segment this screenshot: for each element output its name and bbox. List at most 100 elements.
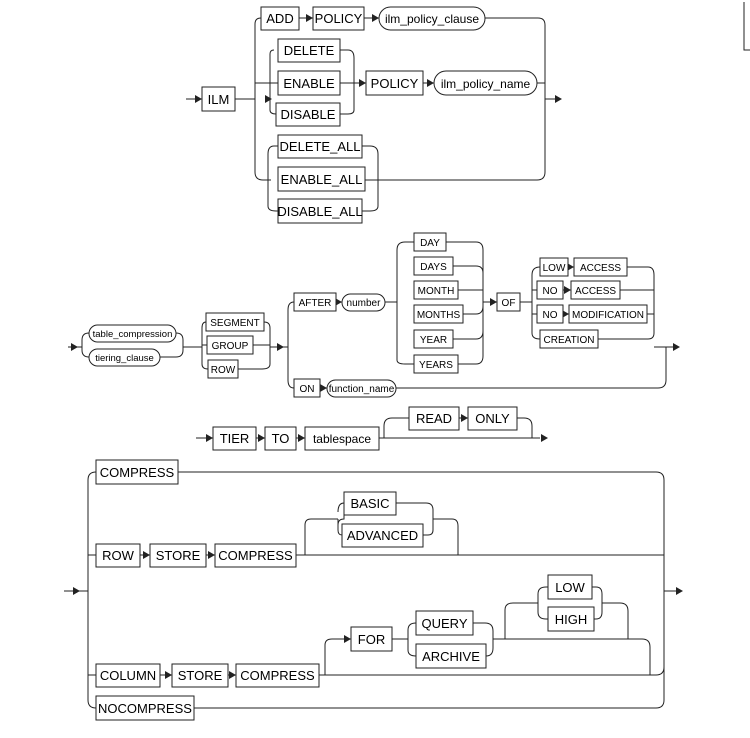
- keyword-nocompress-box: [95, 695, 195, 721]
- keyword-after-box: [293, 292, 337, 312]
- keyword-years: YEARS: [419, 360, 453, 371]
- ilm-policy-name-ref: ilm_policy_name: [441, 77, 531, 91]
- keyword-disable-all-box: [277, 198, 363, 224]
- keyword-segment-box: [205, 312, 265, 332]
- keyword-delete-all: DELETE_ALL: [280, 139, 361, 154]
- keyword-archive: ARCHIVE: [422, 649, 480, 664]
- table-compression-diagram: COMPRESS ROW STORE COMPRESS BASIC ADVANC…: [95, 459, 595, 721]
- keyword-group-box: [206, 335, 254, 355]
- keyword-for-box: [350, 626, 393, 652]
- keyword-add-box: [260, 6, 300, 31]
- keyword-query-box: [415, 610, 474, 636]
- keyword-delete-box: [277, 38, 341, 63]
- keyword-low-box: [539, 257, 569, 277]
- keyword-policy-box: [312, 6, 365, 31]
- function-name-ref: function_name: [329, 384, 395, 395]
- keyword-store-1: STORE: [156, 548, 201, 563]
- keyword-nocompress: NOCOMPRESS: [98, 701, 192, 716]
- keyword-creation-box: [539, 329, 599, 349]
- number-ref-box: [341, 293, 386, 312]
- keyword-compress-1: COMPRESS: [100, 465, 175, 480]
- keyword-after: AFTER: [299, 298, 332, 309]
- keyword-ilm: ILM: [208, 92, 230, 107]
- keyword-creation: CREATION: [544, 335, 595, 346]
- keyword-no-2-box: [536, 304, 564, 324]
- keyword-tier: TIER: [220, 431, 250, 446]
- tablespace-ref-box: [304, 426, 380, 451]
- function-name-ref-box: [326, 379, 397, 398]
- page-edge-mark: [743, 2, 750, 51]
- keyword-access-1: ACCESS: [580, 263, 621, 274]
- keyword-advanced-box: [341, 523, 424, 548]
- ilm-clause-diagram: ILM ADD POLICY ilm_policy_clause DELETE …: [201, 6, 538, 224]
- tiering-clause-diagram: TIER TO tablespace READ ONLY: [212, 406, 518, 451]
- keyword-read: READ: [416, 411, 452, 426]
- keyword-compress-2-box: [214, 543, 297, 568]
- keyword-high: HIGH: [555, 612, 588, 627]
- keyword-access-2-box: [570, 280, 621, 300]
- keyword-ilm-box: [201, 86, 236, 112]
- keyword-store-1-box: [149, 543, 207, 568]
- keyword-policy-2-box: [365, 70, 424, 96]
- keyword-high-box: [547, 606, 595, 632]
- keyword-tier-box: [212, 426, 257, 451]
- keyword-column-box: [95, 663, 161, 688]
- table-compression-ref-box: [88, 324, 177, 343]
- tiering-clause-ref: tiering_clause: [95, 353, 154, 364]
- keyword-access-1-box: [573, 257, 628, 277]
- keyword-delete-all-box: [277, 134, 363, 159]
- tiering-clause-ref-box: [88, 348, 161, 367]
- keyword-policy: POLICY: [315, 11, 363, 26]
- keyword-month-box: [413, 280, 459, 300]
- keyword-year-box: [413, 329, 454, 349]
- keyword-year: YEAR: [420, 335, 447, 346]
- keyword-low-box: [547, 574, 593, 600]
- keyword-months-box: [413, 304, 464, 324]
- table-compression-ref: table_compression: [93, 329, 173, 340]
- keyword-add: ADD: [266, 11, 293, 26]
- keyword-no-1-box: [536, 280, 564, 300]
- keyword-enable-box: [277, 70, 341, 96]
- keyword-month: MONTH: [418, 286, 455, 297]
- keyword-modification-box: [568, 304, 648, 324]
- keyword-low: LOW: [543, 263, 566, 274]
- keyword-for: FOR: [358, 632, 385, 647]
- keyword-day: DAY: [420, 238, 440, 249]
- keyword-enable: ENABLE: [283, 76, 335, 91]
- keyword-on-box: [293, 378, 321, 398]
- keyword-row: ROW: [211, 365, 236, 376]
- tablespace-ref: tablespace: [313, 432, 371, 446]
- keyword-compress-3-box: [235, 663, 320, 688]
- keyword-day-box: [413, 232, 447, 252]
- arrowheads: [71, 14, 683, 679]
- keyword-advanced: ADVANCED: [347, 528, 418, 543]
- keyword-read-box: [408, 406, 460, 431]
- keyword-basic-box: [343, 491, 397, 516]
- keyword-disable-box: [275, 102, 341, 127]
- keyword-row-box: [207, 359, 239, 379]
- keyword-to-box: [264, 426, 297, 451]
- keyword-compress-2: COMPRESS: [218, 548, 293, 563]
- ilm-policy-clause-ref-box: [378, 6, 486, 31]
- keyword-compress-1-box: [95, 459, 179, 485]
- keyword-compress-3: COMPRESS: [240, 668, 315, 683]
- keyword-on: ON: [300, 384, 315, 395]
- keyword-store-2-box: [171, 663, 229, 688]
- keyword-low: LOW: [555, 580, 585, 595]
- keyword-access-2: ACCESS: [575, 286, 616, 297]
- keyword-days: DAYS: [420, 262, 447, 273]
- keyword-to: TO: [272, 431, 290, 446]
- keyword-policy-2: POLICY: [371, 76, 419, 91]
- keyword-months: MONTHS: [417, 310, 461, 321]
- keyword-row: ROW: [102, 548, 135, 563]
- keyword-of: OF: [502, 298, 516, 309]
- keyword-years-box: [413, 354, 459, 374]
- keyword-disable: DISABLE: [281, 107, 336, 122]
- keyword-days-box: [413, 256, 454, 276]
- keyword-enable-all: ENABLE_ALL: [281, 172, 363, 187]
- keyword-group: GROUP: [212, 341, 249, 352]
- keyword-only: ONLY: [475, 411, 510, 426]
- ilm-policy-clause-diagram: table_compression tiering_clause SEGMENT…: [88, 232, 648, 398]
- keyword-column: COLUMN: [100, 668, 156, 683]
